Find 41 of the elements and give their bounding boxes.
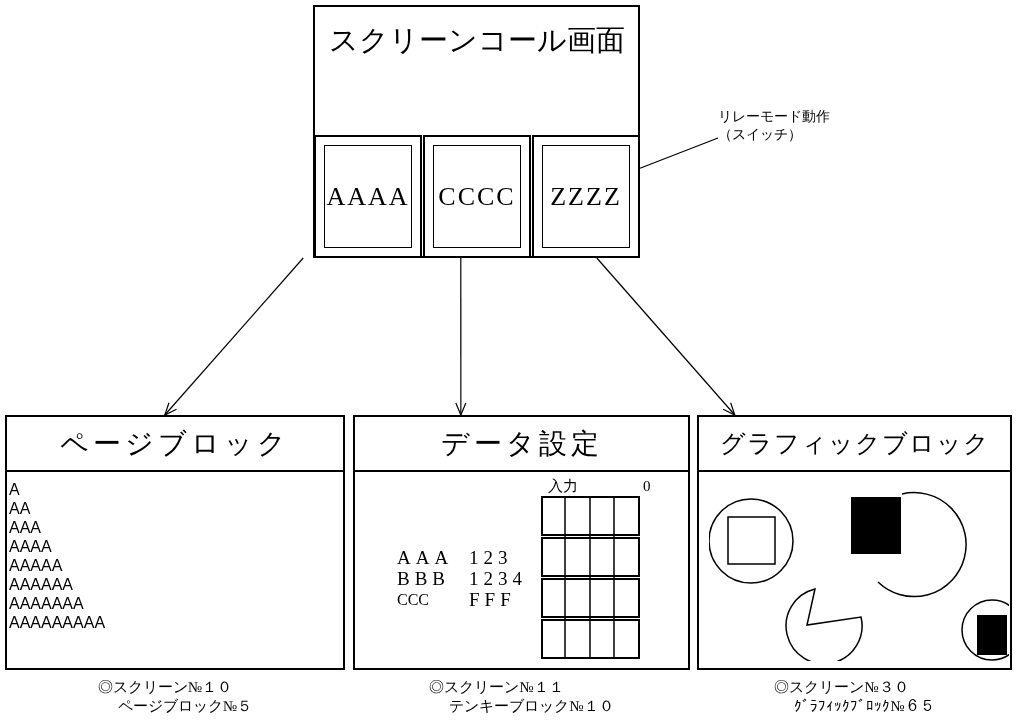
node-label: ページブロック№５ <box>116 697 253 716</box>
data-text: CCC <box>397 590 429 610</box>
button-label: AAAA <box>326 181 410 213</box>
text-line: AAAAAAA <box>9 594 84 613</box>
text-line: AAAAAA <box>9 575 74 594</box>
data-text: AAA <box>397 547 454 568</box>
push-button <box>423 135 531 258</box>
button-label: CCCC <box>438 181 516 213</box>
panel-title: ページブロック <box>60 426 290 461</box>
data-text: FFF <box>469 589 516 610</box>
text-line: A <box>9 480 20 499</box>
screen-panel <box>697 415 1012 670</box>
push-button <box>314 135 422 258</box>
data-text: BBB <box>397 568 451 589</box>
text-line: AAAAAAAAA <box>9 613 106 632</box>
arrow <box>164 257 304 416</box>
button-label: ZZZZ <box>550 181 622 213</box>
push-button <box>532 135 640 258</box>
node-label: ◎スクリーン№１１ <box>429 678 564 697</box>
text-line: AAA <box>9 518 41 537</box>
screen-panel <box>5 415 345 670</box>
node-label: テンキーブロック№１０ <box>448 697 614 716</box>
text-line: AA <box>9 499 31 518</box>
panel-title: データ設定 <box>440 426 603 461</box>
input-value: 0 <box>643 477 651 496</box>
data-text: 1234 <box>469 568 527 589</box>
data-text: 123 <box>469 547 513 568</box>
screen-title: スクリーンコール画面 <box>328 23 625 58</box>
screen-box <box>313 5 640 258</box>
text-line: AAAA <box>9 537 52 556</box>
arrow <box>455 257 467 416</box>
node-label: ◎スクリーン№３０ <box>774 678 909 697</box>
arrow <box>596 257 736 416</box>
leader-line <box>639 137 719 169</box>
screen-panel <box>353 415 690 670</box>
note-text: リレーモード動作（スイッチ） <box>718 108 834 144</box>
node-label: ｸﾞﾗﾌｨｯｸﾌﾞﾛｯｸ№６５ <box>793 697 935 716</box>
panel-title: グラフィックブロック <box>719 428 990 459</box>
input-label: 入力 <box>548 477 578 496</box>
node-label: ◎スクリーン№１０ <box>97 678 233 697</box>
text-line: AAAAA <box>9 556 63 575</box>
